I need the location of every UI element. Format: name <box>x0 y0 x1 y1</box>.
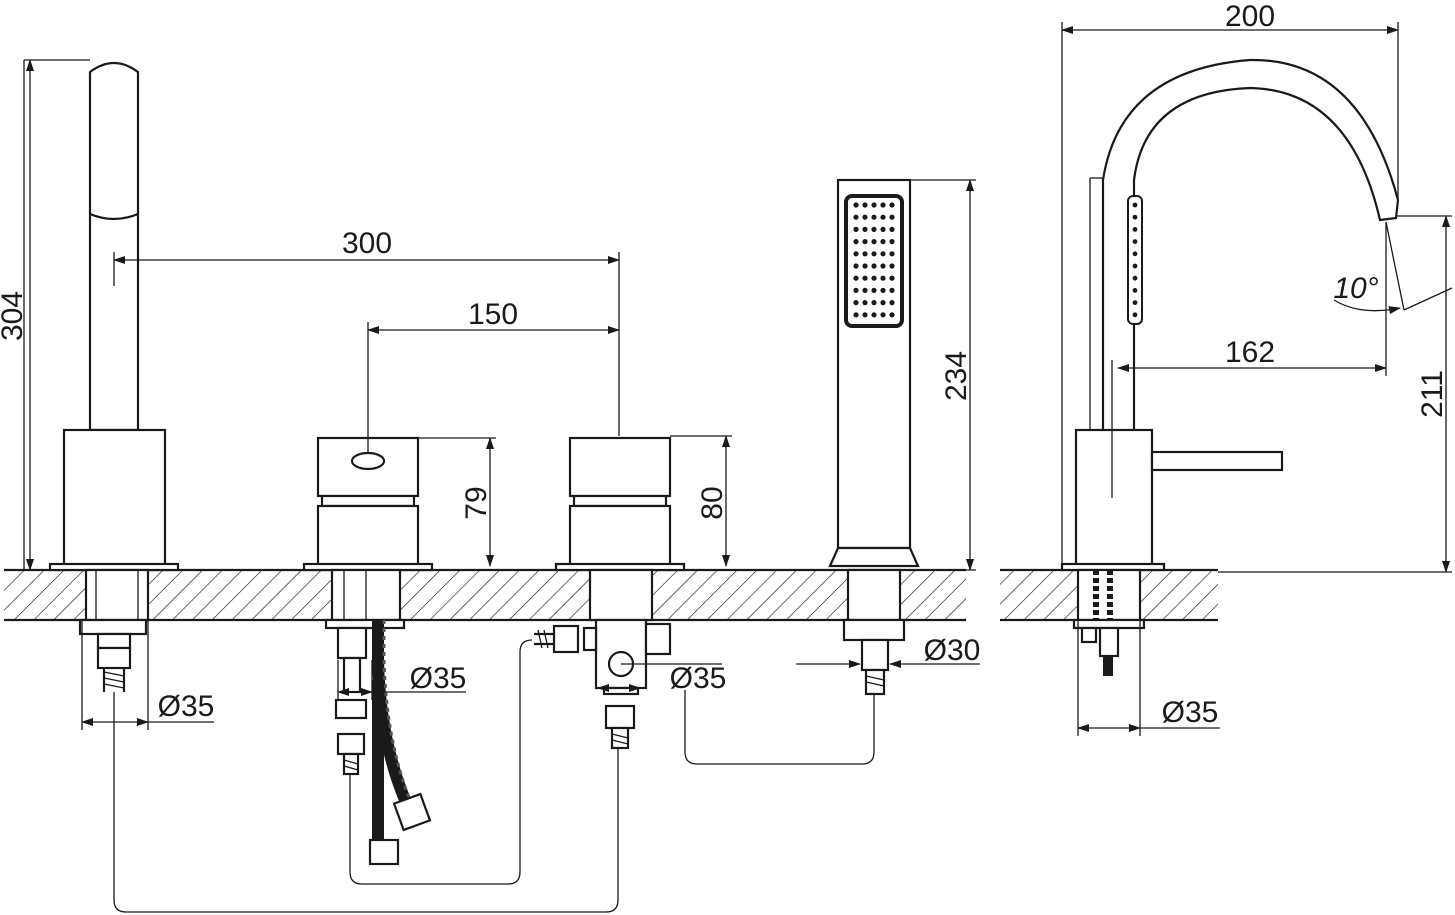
nozzle-dot <box>862 251 868 257</box>
dim-211-label: 211 <box>1416 370 1449 418</box>
dia-spout-label: Ø35 <box>158 690 215 723</box>
nozzle-dot <box>862 226 868 232</box>
nozzle-dot <box>871 263 877 269</box>
nozzle-dot <box>853 300 859 306</box>
nozzle-dot <box>862 300 868 306</box>
nozzle-dot <box>1132 300 1138 305</box>
nozzle-dot <box>1132 263 1138 269</box>
nozzle-dot <box>862 263 868 269</box>
dia-handset-label: Ø30 <box>924 634 981 667</box>
nozzle-dot <box>853 239 859 245</box>
left-valve <box>302 436 434 866</box>
dim-dia-side: Ø35 <box>1077 620 1220 736</box>
dia-right-valve-label: Ø35 <box>670 662 727 695</box>
spout-front <box>48 61 180 692</box>
nozzle-dot <box>889 312 895 318</box>
side-handset-nozzles <box>1132 202 1138 318</box>
dim-150: 150 <box>367 298 620 452</box>
nozzle-dot <box>871 300 877 306</box>
nozzle-dot <box>1132 288 1138 293</box>
dim-150-label: 150 <box>468 298 518 331</box>
nozzle-dot <box>871 251 877 257</box>
nozzle-dot <box>1132 239 1138 245</box>
nozzle-dot <box>889 263 895 269</box>
dim-angle-10: 10° <box>1333 221 1453 315</box>
nozzle-dot <box>853 275 859 281</box>
nozzle-dot <box>880 312 886 318</box>
nozzle-dot <box>853 263 859 269</box>
dim-304: 304 <box>0 59 90 571</box>
nozzle-dot <box>880 226 886 232</box>
nozzle-dot <box>880 251 886 257</box>
dim-dia-spout: Ø35 <box>81 620 215 730</box>
nozzle-dot <box>871 226 877 232</box>
nozzle-dot <box>880 202 886 208</box>
nozzle-dot <box>853 287 859 293</box>
dim-200: 200 <box>1061 0 1399 565</box>
nozzle-dot <box>871 202 877 208</box>
nozzle-dot <box>862 275 868 281</box>
nozzle-dot <box>862 202 868 208</box>
dim-80-label: 80 <box>696 486 729 519</box>
nozzle-dot <box>853 251 859 257</box>
dim-300: 300 <box>113 227 620 436</box>
nozzle-dot <box>1132 214 1138 220</box>
pipe-connections <box>113 639 875 913</box>
dim-162: 162 <box>1111 222 1387 498</box>
right-valve <box>534 436 686 750</box>
nozzle-dot <box>889 202 895 208</box>
nozzle-dot <box>853 214 859 220</box>
nozzle-dot <box>871 239 877 245</box>
dim-211: 211 <box>1218 215 1452 573</box>
nozzle-dot <box>880 214 886 220</box>
nozzle-dot <box>889 251 895 257</box>
nozzle-dot <box>880 239 886 245</box>
nozzle-dot <box>889 287 895 293</box>
nozzle-dot <box>871 312 877 318</box>
nozzle-dot <box>889 214 895 220</box>
dim-dia-handset: Ø30 <box>796 634 981 668</box>
nozzle-dot <box>880 300 886 306</box>
nozzle-dot <box>862 287 868 293</box>
nozzle-dot <box>862 239 868 245</box>
nozzle-dot <box>871 275 877 281</box>
nozzle-dot <box>1132 312 1138 318</box>
handset-nozzles <box>853 202 895 318</box>
angle-label: 10° <box>1333 272 1378 305</box>
nozzle-dot <box>871 214 877 220</box>
nozzle-dot <box>853 312 859 318</box>
nozzle-dot <box>862 312 868 318</box>
nozzle-dot <box>1132 275 1138 281</box>
nozzle-dot <box>889 275 895 281</box>
nozzle-dot <box>880 263 886 269</box>
nozzle-dot <box>871 287 877 293</box>
dim-234-label: 234 <box>940 351 973 401</box>
nozzle-dot <box>880 275 886 281</box>
nozzle-dot <box>853 226 859 232</box>
nozzle-dot <box>1132 202 1138 208</box>
nozzle-dot <box>862 214 868 220</box>
dia-side-label: Ø35 <box>1162 696 1219 729</box>
dim-80: 80 <box>670 435 732 567</box>
dim-162-label: 162 <box>1225 336 1275 369</box>
nozzle-dot <box>889 239 895 245</box>
handset-front <box>828 178 920 696</box>
nozzle-dot <box>1132 251 1138 257</box>
dim-200-label: 200 <box>1225 0 1275 33</box>
dia-left-valve-label: Ø35 <box>410 662 467 695</box>
dim-234: 234 <box>910 179 976 571</box>
dim-300-label: 300 <box>342 227 392 260</box>
nozzle-dot <box>1132 227 1138 232</box>
dim-dia-right-valve: Ø35 <box>597 662 727 695</box>
nozzle-dot <box>889 300 895 306</box>
dim-79: 79 <box>418 437 496 567</box>
nozzle-dot <box>853 202 859 208</box>
dim-dia-left-valve: Ø35 <box>337 660 467 700</box>
nozzle-dot <box>880 287 886 293</box>
nozzle-dot <box>889 226 895 232</box>
dim-79-label: 79 <box>460 486 493 519</box>
dim-304-label: 304 <box>0 291 29 341</box>
